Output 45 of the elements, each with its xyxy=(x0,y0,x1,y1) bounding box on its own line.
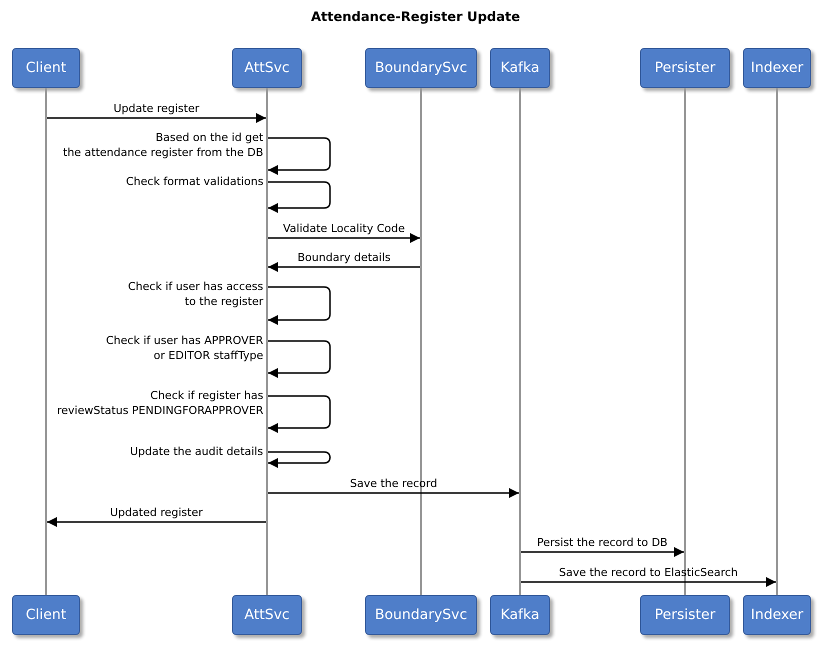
message-arrow xyxy=(521,547,684,557)
message-arrow xyxy=(521,577,776,587)
message-label: Save the record xyxy=(350,476,438,491)
message-arrow xyxy=(268,488,519,498)
lifeline xyxy=(45,88,47,595)
self-message-arrow xyxy=(268,451,331,468)
message-label: Save the record to ElasticSearch xyxy=(559,565,738,580)
self-message-arrow xyxy=(268,395,331,433)
participant-box: Kafka xyxy=(490,48,550,88)
message-label: Updated register xyxy=(110,505,203,520)
participant-box: BoundarySvc xyxy=(365,48,477,88)
message-label: Update register xyxy=(114,101,200,116)
diagram-title: Attendance-Register Update xyxy=(310,10,522,25)
message-label: Boundary details xyxy=(298,250,391,265)
message-label: Check format validations xyxy=(126,174,264,189)
message-label: Update the audit details xyxy=(130,444,264,459)
participant-box: AttSvc xyxy=(232,595,302,635)
message-label: Check if user has APPROVER or EDITOR staffType xyxy=(106,333,264,363)
message-arrow xyxy=(268,233,420,243)
message-label: Check if user has access to the register xyxy=(128,279,264,309)
participant-box: Client xyxy=(12,48,80,88)
message-arrow xyxy=(47,113,266,123)
message-label: Based on the id get the attendance register from the DB xyxy=(63,130,264,160)
participant-box: Client xyxy=(12,595,80,635)
lifeline xyxy=(420,88,422,595)
lifeline xyxy=(519,88,521,595)
message-label: Validate Locality Code xyxy=(283,221,405,236)
lifeline xyxy=(684,88,686,595)
message-arrow xyxy=(47,517,266,527)
lifeline xyxy=(266,88,268,595)
participant-box: Kafka xyxy=(490,595,550,635)
message-label: Persist the record to DB xyxy=(537,535,668,550)
lifeline xyxy=(776,88,778,595)
participant-box: Persister xyxy=(640,48,730,88)
participant-box: AttSvc xyxy=(232,48,302,88)
participant-box: BoundarySvc xyxy=(365,595,477,635)
self-message-arrow xyxy=(268,181,331,213)
message-arrow xyxy=(268,262,420,272)
participant-box: Indexer xyxy=(743,595,811,635)
self-message-arrow xyxy=(268,286,331,325)
participant-box: Indexer xyxy=(743,48,811,88)
message-label: Check if register has reviewStatus PENDINGFORAPPROVER xyxy=(57,388,264,418)
self-message-arrow xyxy=(268,340,331,378)
self-message-arrow xyxy=(268,137,331,175)
participant-box: Persister xyxy=(640,595,730,635)
